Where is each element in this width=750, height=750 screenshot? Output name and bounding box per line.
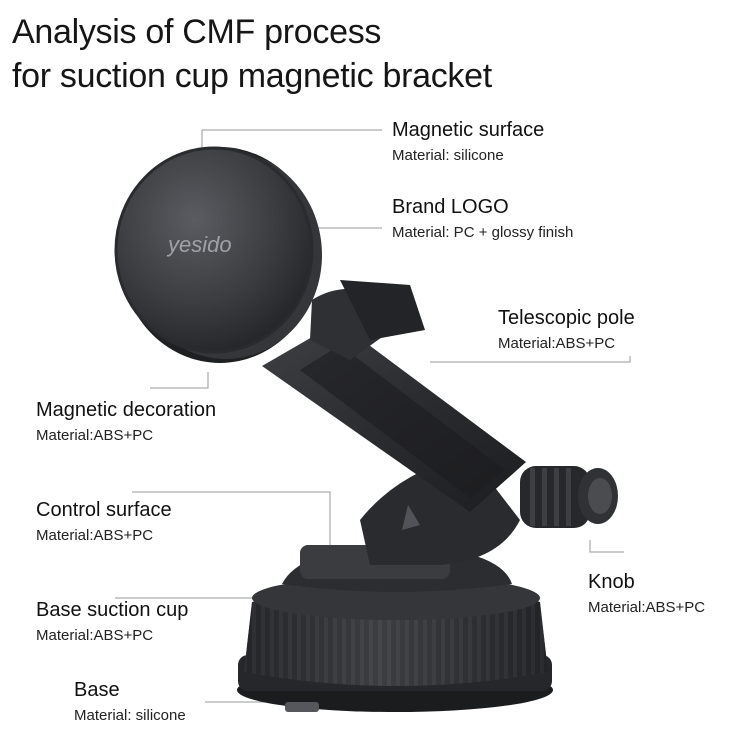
callout-name: Control surface xyxy=(36,499,172,521)
callout-material: Material: silicone xyxy=(74,707,186,724)
callout-material: Material:ABS+PC xyxy=(36,527,154,544)
title-line-1: Analysis of CMF process xyxy=(12,13,382,51)
callout-name: Magnetic decoration xyxy=(36,399,217,421)
callout-material: Material: silicone xyxy=(392,147,504,164)
callout-name: Magnetic surface xyxy=(392,119,545,141)
leader-control-surface xyxy=(132,491,331,545)
callout-magnetic-decoration: Magnetic decoration Material:ABS+PC xyxy=(36,398,216,446)
callout-control-surface: Control surface Material:ABS+PC xyxy=(36,498,172,546)
leader-magnetic-decoration xyxy=(150,372,209,389)
callout-material: Material: PC + glossy finish xyxy=(392,224,574,241)
callout-base-suction-cup: Base suction cup Material:ABS+PC xyxy=(36,598,188,646)
callout-material: Material:ABS+PC xyxy=(36,427,154,444)
callout-name: Brand LOGO xyxy=(392,196,509,218)
callout-material: Material:ABS+PC xyxy=(588,599,706,616)
callout-base: Base Material: silicone xyxy=(74,678,186,726)
title-line-2: for suction cup magnetic bracket xyxy=(12,57,492,95)
callout-name: Telescopic pole xyxy=(498,307,635,329)
leader-telescopic-pole xyxy=(430,356,631,363)
leader-knob xyxy=(589,540,624,553)
callout-knob: Knob Material:ABS+PC xyxy=(588,570,705,618)
callout-magnetic-surface: Magnetic surface Material: silicone xyxy=(392,118,544,166)
telescopic-arm xyxy=(262,280,526,512)
page-title: Analysis of CMF process for suction cup … xyxy=(12,10,732,98)
base-group xyxy=(237,545,553,712)
callout-material: Material:ABS+PC xyxy=(36,627,154,644)
brand-logo-text: yesido xyxy=(166,232,232,257)
callout-material: Material:ABS+PC xyxy=(498,335,616,352)
callout-brand-logo: Brand LOGO Material: PC + glossy finish xyxy=(392,195,573,243)
knob xyxy=(520,466,618,528)
callout-name: Base xyxy=(74,679,120,701)
callout-telescopic-pole: Telescopic pole Material:ABS+PC xyxy=(498,306,635,354)
callout-name: Knob xyxy=(588,571,635,593)
callout-name: Base suction cup xyxy=(36,599,189,621)
magnetic-pad: yesido xyxy=(114,146,322,363)
